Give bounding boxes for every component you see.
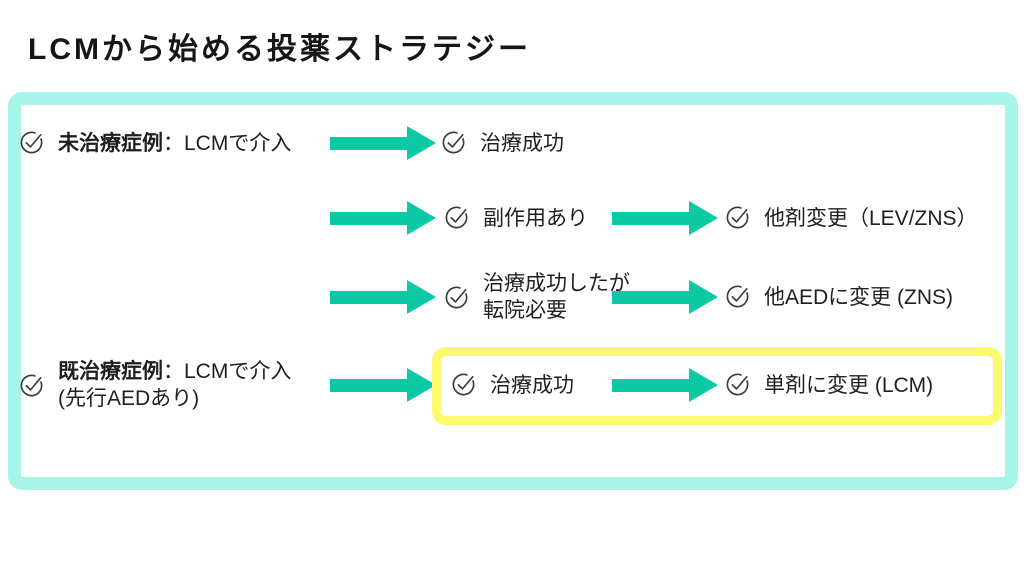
flow-arrow bbox=[330, 365, 436, 405]
node-label: 他AEDに変更 (ZNS) bbox=[764, 286, 953, 309]
node-label: 既治療症例：LCMで介入 (先行AEDあり) bbox=[58, 360, 292, 410]
check-circle-icon bbox=[440, 129, 467, 156]
highlight-box bbox=[432, 347, 1002, 425]
flow-arrow bbox=[612, 198, 718, 238]
check-circle-icon bbox=[450, 371, 477, 398]
check-circle-icon bbox=[724, 283, 751, 310]
page-title: LCMから始める投薬ストラテジー bbox=[28, 33, 531, 66]
node-label: 治療成功 bbox=[480, 132, 564, 155]
node-switch-monotherapy: 単剤に変更 (LCM) bbox=[724, 369, 933, 399]
node-label: 治療成功 bbox=[490, 374, 574, 397]
flow-arrow bbox=[612, 365, 718, 405]
check-circle-icon bbox=[724, 371, 751, 398]
flow-arrow bbox=[612, 277, 718, 317]
node-success-transfer: 治療成功したが 転院必要 bbox=[443, 270, 630, 324]
check-circle-icon bbox=[724, 204, 751, 231]
node-pretreated-case: 既治療症例：LCMで介入 (先行AEDあり) bbox=[18, 358, 291, 412]
check-circle-icon bbox=[443, 204, 470, 231]
node-label: 治療成功したが 転院必要 bbox=[483, 272, 630, 322]
node-label: 副作用あり bbox=[483, 207, 588, 230]
flow-arrow bbox=[330, 123, 436, 163]
check-circle-icon bbox=[443, 284, 470, 311]
flow-arrow bbox=[330, 277, 436, 317]
node-label: 単剤に変更 (LCM) bbox=[764, 374, 934, 397]
node-pretreated-success: 治療成功 bbox=[450, 369, 574, 399]
node-side-effect: 副作用あり bbox=[443, 202, 588, 232]
check-circle-icon bbox=[18, 372, 45, 399]
check-circle-icon bbox=[18, 129, 45, 156]
flow-arrow bbox=[330, 198, 436, 238]
node-untreated-case: 未治療症例：LCMで介入 bbox=[18, 127, 291, 157]
node-switch-drug: 他剤変更（LEV/ZNS） bbox=[724, 202, 978, 232]
node-label: 他剤変更（LEV/ZNS） bbox=[764, 207, 978, 230]
node-treatment-success: 治療成功 bbox=[440, 127, 564, 157]
node-label: 未治療症例：LCMで介入 bbox=[58, 132, 292, 155]
node-switch-aed: 他AEDに変更 (ZNS) bbox=[724, 281, 953, 311]
